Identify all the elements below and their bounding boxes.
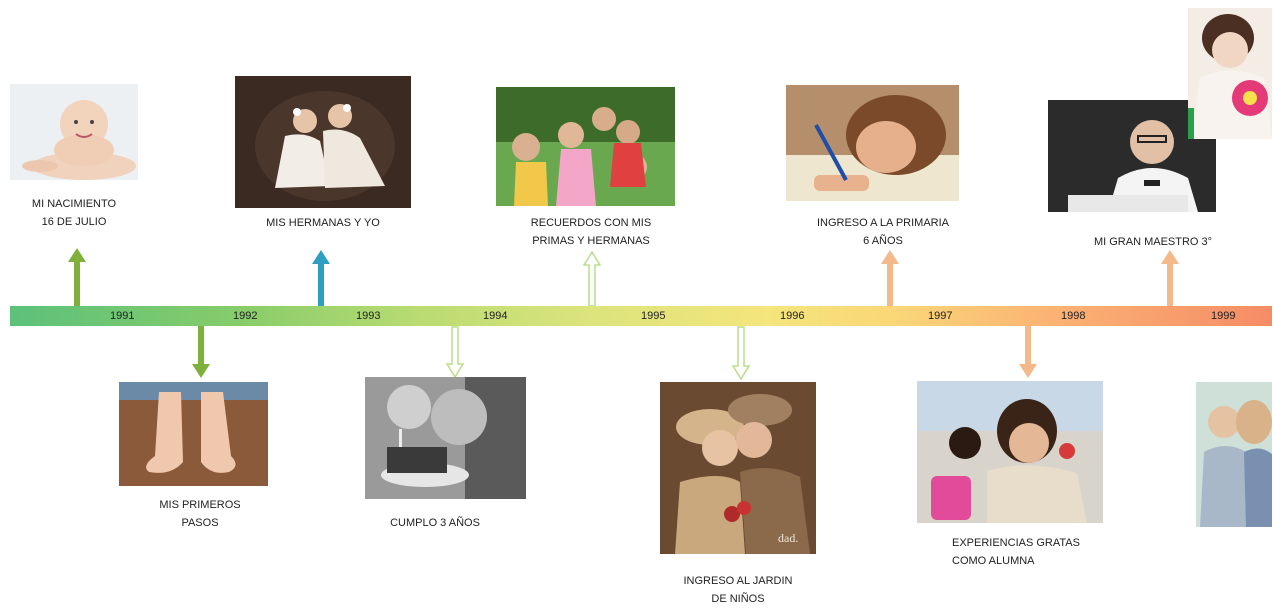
school-photo — [786, 85, 959, 201]
event-caption: MIS HERMANAS Y YO — [266, 217, 380, 229]
cousins-photo — [496, 87, 675, 206]
sisters-photo — [235, 76, 411, 208]
year-label: 1991 — [110, 310, 135, 322]
year-label: 1999 — [1211, 310, 1236, 322]
kindergarten-photo: dad. — [660, 382, 816, 554]
arrow-up-icon — [1161, 250, 1179, 306]
arrow-down-icon — [192, 326, 210, 378]
watermark-text: dad. — [778, 531, 798, 545]
arrow-down-icon — [732, 326, 750, 380]
student-photo — [917, 381, 1103, 523]
timeline-bar — [10, 306, 1272, 326]
year-label: 1995 — [641, 310, 666, 322]
year-label: 1998 — [1061, 310, 1086, 322]
baby-photo — [10, 84, 138, 180]
arrow-down-icon — [1019, 326, 1037, 378]
arrow-up-icon — [312, 250, 330, 306]
event-caption: MI GRAN MAESTRO 3° — [1093, 236, 1213, 248]
event-caption: CUMPLO 3 AÑOS — [390, 517, 480, 529]
arrow-up-icon — [68, 248, 86, 306]
first-steps-photo — [119, 382, 268, 486]
year-label: 1992 — [233, 310, 258, 322]
birthday-photo — [365, 377, 526, 499]
year-label: 1996 — [780, 310, 805, 322]
girl-photo — [1188, 8, 1272, 139]
arrow-up-icon — [583, 251, 601, 306]
arrow-up-icon — [881, 250, 899, 306]
friends-photo — [1196, 382, 1272, 527]
arrow-down-icon — [446, 326, 464, 378]
year-label: 1994 — [483, 310, 508, 322]
year-label: 1993 — [356, 310, 381, 322]
year-label: 1997 — [928, 310, 953, 322]
